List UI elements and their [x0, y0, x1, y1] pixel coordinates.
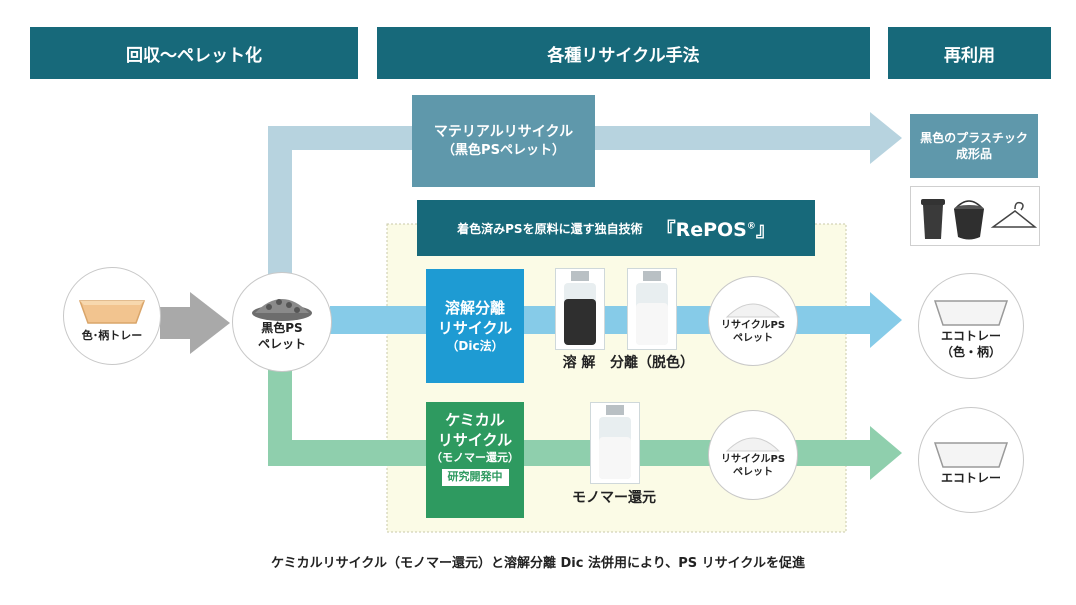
white-pellet-icon-2	[725, 437, 781, 452]
black-pellet-line2: ペレット	[257, 337, 306, 351]
repos-reg: ®	[746, 221, 756, 232]
header-recycle-methods-label: 各種リサイクル手法	[547, 45, 700, 66]
material-line2: （黒色PSペレット）	[442, 142, 565, 158]
tray-icon	[78, 300, 146, 324]
separate-bottle	[627, 268, 677, 350]
footer-caption: ケミカルリサイクル（モノマー還元）と溶解分離 Dic 法併用により、PS リサイ…	[271, 556, 805, 571]
pellet-pile-icon	[252, 299, 312, 322]
header-collection-label: 回収～ペレット化	[126, 45, 262, 66]
header-reuse-label: 再利用	[944, 45, 995, 66]
eco-tray-line1: エコトレー	[940, 471, 1001, 486]
dissolution-line3: （Dic法）	[446, 339, 504, 354]
chemical-pellet-circle: リサイクルPS ペレット	[708, 410, 798, 500]
dissolution-recycle-box: 溶解分離 リサイクル （Dic法）	[426, 269, 524, 383]
material-line1: マテリアルリサイクル	[433, 123, 574, 140]
header-recycle-methods: 各種リサイクル手法	[377, 27, 870, 79]
chemical-pellet-line2: ペレット	[733, 467, 773, 478]
dissolution-pellet-line1: リサイクルPS	[720, 320, 786, 331]
black-products-line2: 成形品	[955, 147, 992, 161]
dissolution-pellet-circle: リサイクルPS ペレット	[708, 276, 798, 366]
black-products-line1: 黒色のプラスチック	[920, 130, 1028, 145]
dissolve-step-label: 溶 解	[562, 355, 596, 371]
hanger-icon	[990, 201, 1038, 228]
repos-name: 『RePOS®』	[657, 215, 775, 242]
black-pellet-line1: 黒色PS	[261, 321, 303, 336]
chemical-recycle-box: ケミカル リサイクル （モノマー還元） 研究開発中	[426, 402, 524, 518]
dissolution-line1: 溶解分離	[444, 298, 505, 317]
repos-name-text: 『RePOS	[656, 218, 747, 241]
repos-banner-text: 着色済みPSを原料に還す独自技術	[457, 221, 643, 236]
chemical-pellet-line1: リサイクルPS	[720, 454, 786, 465]
separate-step-label: 分離（脱色）	[610, 355, 694, 371]
dissolution-pellet-line2: ペレット	[733, 333, 773, 344]
bucket-icon	[954, 200, 984, 240]
chemical-line3: （モノマー還元）	[431, 450, 519, 464]
black-products-icons	[910, 186, 1040, 246]
monomer-step-label: モノマー還元	[572, 490, 656, 506]
white-pellet-icon	[725, 303, 781, 318]
eco-tray-color-line1: エコトレー	[940, 329, 1001, 344]
grey-arrow	[160, 292, 230, 354]
repos-close: 』	[755, 218, 775, 241]
chemical-line1: ケミカル	[445, 411, 505, 429]
rnd-badge: 研究開発中	[441, 469, 509, 487]
header-collection: 回収～ペレット化	[30, 27, 358, 79]
eco-tray-circle: エコトレー	[918, 407, 1024, 513]
white-tray-icon-2	[933, 442, 1009, 468]
black-products-box: 黒色のプラスチック 成形品	[910, 114, 1038, 178]
header-reuse: 再利用	[888, 27, 1051, 79]
eco-tray-color-circle: エコトレー （色・柄）	[918, 273, 1024, 379]
material-recycle-box: マテリアルリサイクル （黒色PSペレット）	[412, 95, 595, 187]
white-tray-icon	[933, 300, 1009, 327]
dissolve-bottle	[555, 268, 605, 350]
monomer-bottle	[590, 402, 640, 484]
dissolution-line2: リサイクル	[437, 318, 513, 337]
repos-banner: 着色済みPSを原料に還す独自技術 『RePOS®』	[417, 200, 815, 256]
trash-bin-icon	[921, 199, 945, 239]
black-pellet-circle: 黒色PS ペレット	[232, 272, 332, 372]
chemical-line2: リサイクル	[437, 431, 513, 450]
eco-tray-color-line2: （色・柄）	[940, 345, 1001, 359]
tray-label: 色･柄トレー	[81, 328, 143, 342]
source-tray-circle: 色･柄トレー	[63, 267, 161, 365]
